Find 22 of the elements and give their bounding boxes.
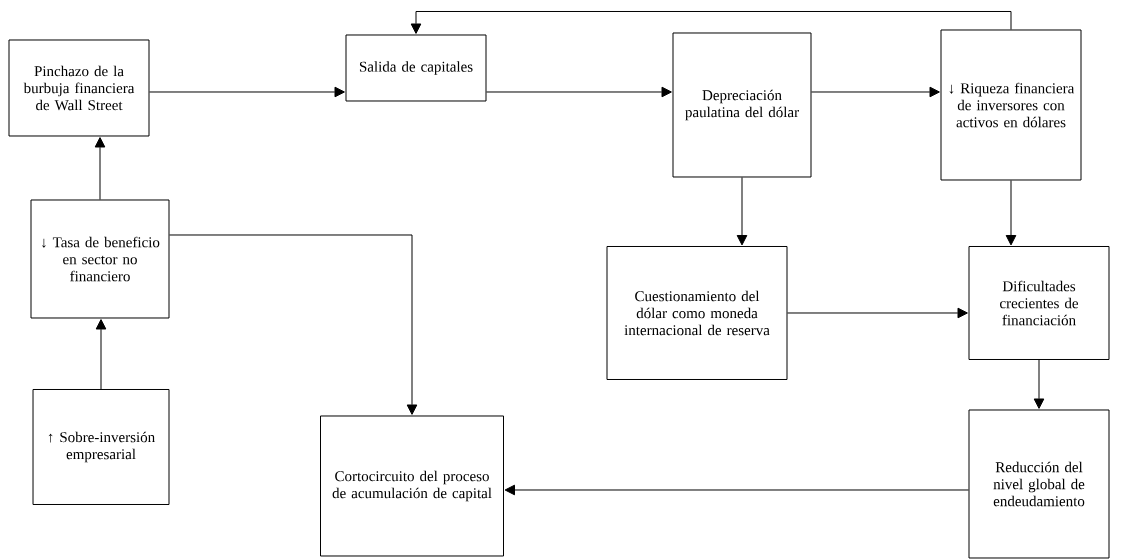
process-box: Cuestionamiento del dólar como moneda internacional de reserva (606, 246, 788, 380)
arrow (94, 137, 106, 200)
process-box: Cortocircuito del proceso de acumulación de capital (320, 415, 504, 557)
process-box: Salida de capitales (345, 34, 487, 102)
process-box: ↑ Sobre-inversión empresarial (32, 389, 170, 505)
arrow (811, 86, 940, 98)
process-box: ↓ Riqueza financiera de inversores con activos en dólares (940, 29, 1082, 181)
arrow (787, 307, 968, 319)
process-box: Pinchazo de la burbuja financiera de Wall Street (8, 39, 150, 137)
arrow (149, 86, 345, 98)
process-box: Depreciación paulatina del dólar (672, 32, 812, 178)
arrow (1005, 180, 1017, 246)
arrow (95, 319, 107, 390)
process-box: Reducción del nivel global de endeudamiento (968, 409, 1110, 559)
process-box: Dificultades crecientes de financiación (968, 246, 1110, 360)
arrow (169, 234, 418, 415)
arrow (504, 484, 969, 496)
arrow (410, 11, 1012, 34)
arrow (1033, 359, 1045, 409)
process-box: ↓ Tasa de beneficio en sector no financiero (30, 199, 170, 319)
arrow (486, 86, 672, 98)
arrow (736, 177, 748, 246)
